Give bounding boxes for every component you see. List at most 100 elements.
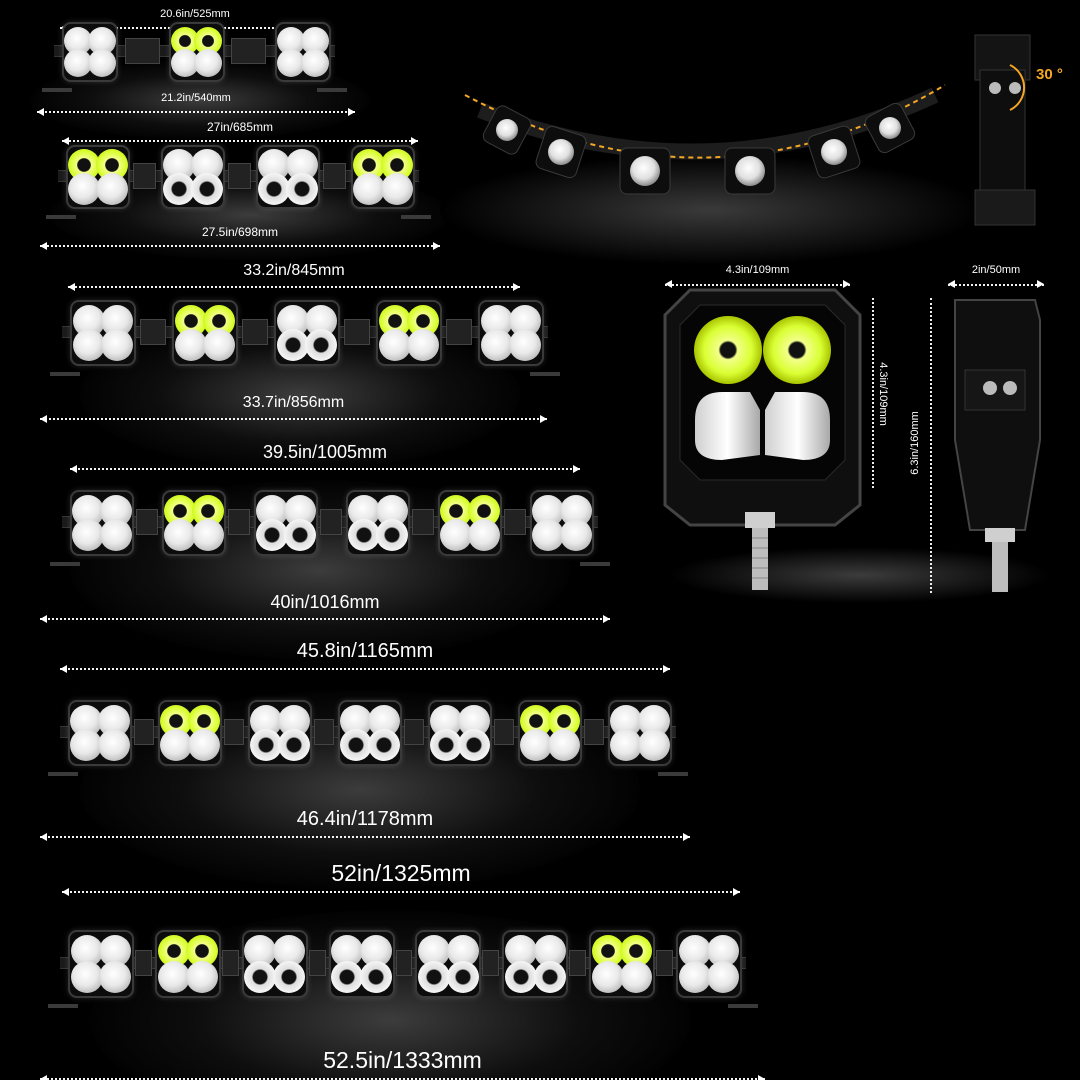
lens bbox=[446, 960, 479, 993]
bar-mount-foot-left bbox=[42, 88, 72, 92]
lens bbox=[277, 729, 310, 762]
light-cube bbox=[70, 300, 136, 366]
cube-connector bbox=[323, 163, 346, 189]
lens bbox=[285, 173, 318, 205]
cube-connector bbox=[231, 38, 267, 64]
lens bbox=[457, 729, 490, 762]
lens bbox=[340, 729, 373, 762]
tilt-bracket-illustration bbox=[974, 34, 1036, 226]
pod-housing bbox=[663, 288, 862, 527]
light-cube bbox=[68, 700, 132, 766]
lens bbox=[505, 960, 538, 993]
lens bbox=[97, 729, 130, 762]
lens bbox=[203, 329, 236, 362]
bar-length-bottom-4-label: 40in/1016mm bbox=[270, 592, 380, 612]
lens bbox=[64, 49, 93, 78]
light-cube bbox=[589, 930, 656, 998]
lens bbox=[520, 729, 553, 762]
pod-spot-lens-right bbox=[763, 316, 831, 384]
bar-4-cube bbox=[46, 145, 431, 225]
cube-connector bbox=[395, 950, 413, 976]
cube-connector bbox=[344, 319, 370, 345]
cube-connector bbox=[134, 719, 154, 745]
pod-height-label: 4.3in/109mm bbox=[877, 362, 889, 426]
light-cube bbox=[68, 930, 134, 998]
light-cube bbox=[676, 930, 742, 998]
cube-connector bbox=[656, 950, 674, 976]
lens bbox=[256, 519, 289, 552]
lens bbox=[707, 960, 740, 993]
cube-connector bbox=[228, 163, 251, 189]
bar-8-cube bbox=[48, 930, 758, 1014]
lens bbox=[678, 960, 711, 993]
light-cube bbox=[162, 490, 226, 556]
light-cube bbox=[338, 700, 402, 766]
lens bbox=[72, 329, 105, 362]
light-cube bbox=[608, 700, 672, 766]
bar-length-bottom-5: 46.4in/1178mm bbox=[40, 808, 690, 844]
lens bbox=[72, 519, 105, 552]
lens bbox=[250, 729, 283, 762]
cube-connector bbox=[446, 319, 472, 345]
lens bbox=[157, 960, 190, 993]
lens bbox=[170, 49, 199, 78]
lens bbox=[305, 329, 338, 362]
lens bbox=[187, 729, 220, 762]
bar-length-top-3-label: 33.2in/845mm bbox=[243, 262, 345, 279]
pod-flood-lens-right bbox=[765, 392, 830, 460]
bar-length-bottom-6: 52.5in/1333mm bbox=[40, 1047, 765, 1080]
bar-mount-foot-right bbox=[728, 1004, 758, 1008]
cube-connector bbox=[242, 319, 268, 345]
bar-length-top-3: 33.2in/845mm bbox=[68, 262, 520, 294]
curved-bar-arc-guide bbox=[464, 84, 946, 159]
cube-connector bbox=[221, 950, 239, 976]
lens bbox=[418, 960, 451, 993]
lens bbox=[407, 329, 440, 362]
lens bbox=[532, 519, 565, 552]
cube-connector bbox=[308, 950, 326, 976]
light-cube bbox=[66, 145, 130, 209]
bar-mount-foot-left bbox=[50, 562, 80, 566]
bar-length-bottom-3: 33.7in/856mm bbox=[40, 394, 547, 426]
curved-bar-rail bbox=[477, 87, 939, 160]
light-cube bbox=[376, 300, 442, 366]
lens bbox=[160, 729, 193, 762]
cube-connector bbox=[404, 719, 424, 745]
bar-length-bottom-4: 40in/1016mm bbox=[40, 592, 610, 626]
lens bbox=[244, 960, 277, 993]
pod-light-side-view bbox=[954, 299, 1041, 592]
light-cube bbox=[172, 300, 238, 366]
lens bbox=[300, 49, 329, 78]
lens bbox=[87, 49, 116, 78]
lens bbox=[99, 960, 132, 993]
light-cube bbox=[70, 490, 134, 556]
bar-mount-foot-left bbox=[48, 772, 78, 776]
bar-mount-foot-left bbox=[48, 1004, 78, 1008]
light-cube bbox=[428, 700, 492, 766]
pod-width-dimension: 4.3in/109mm bbox=[665, 264, 850, 292]
bar-mount-foot-left bbox=[46, 215, 76, 219]
pod-depth-label: 2in/50mm bbox=[971, 264, 1021, 276]
light-cube bbox=[530, 490, 594, 556]
light-cube bbox=[158, 700, 222, 766]
cube-connector bbox=[320, 509, 342, 535]
lens bbox=[348, 519, 381, 552]
light-cube bbox=[502, 930, 569, 998]
cube-connector bbox=[494, 719, 514, 745]
lens bbox=[276, 329, 309, 362]
lens bbox=[186, 960, 219, 993]
light-cube bbox=[478, 300, 544, 366]
lens bbox=[101, 329, 134, 362]
lens bbox=[70, 960, 103, 993]
bar-length-top-5-label: 45.8in/1165mm bbox=[296, 640, 434, 662]
cube-connector bbox=[228, 509, 250, 535]
lens bbox=[440, 519, 473, 552]
lens bbox=[353, 173, 386, 205]
bar-length-top-2-label: 27in/685mm bbox=[206, 120, 274, 134]
light-cube bbox=[168, 22, 225, 82]
bar-mount-foot-right bbox=[658, 772, 688, 776]
bar-length-bottom-1-label: 21.2in/540mm bbox=[161, 92, 231, 104]
curved-bar-glow bbox=[440, 155, 980, 265]
cube-connector bbox=[124, 38, 160, 64]
